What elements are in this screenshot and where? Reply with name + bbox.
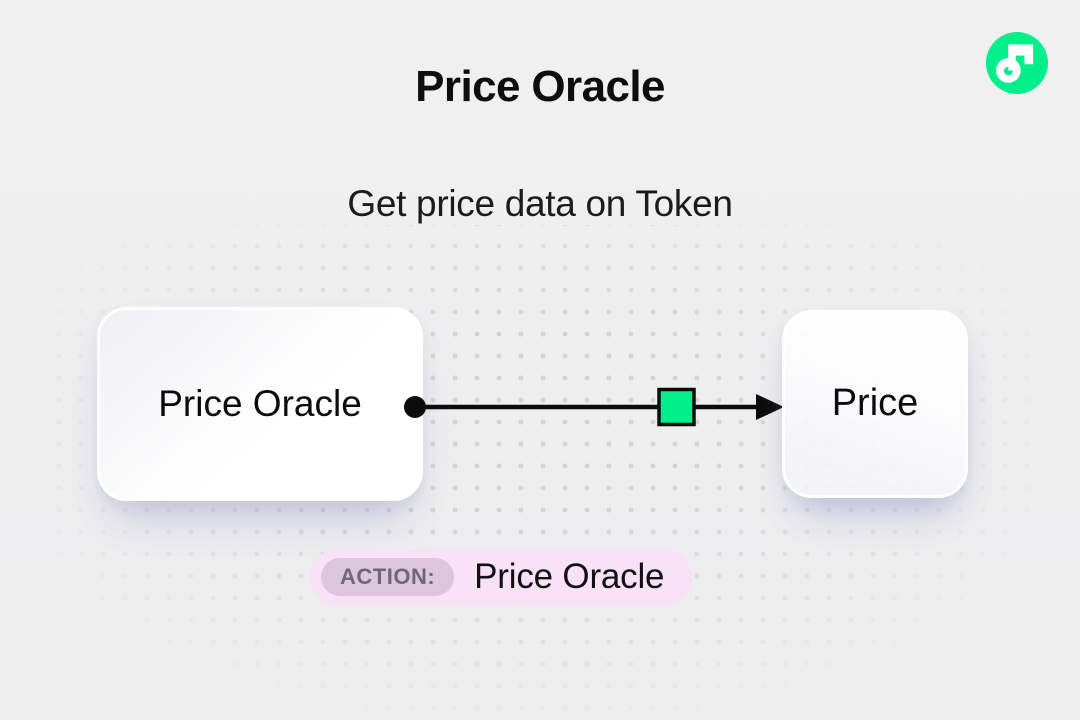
arrowhead-icon: [756, 394, 784, 420]
page-title: Price Oracle: [415, 62, 665, 111]
action-badge: ACTION: Price Oracle: [310, 549, 693, 605]
action-square-icon[interactable]: [657, 387, 696, 427]
node-price-oracle-label: Price Oracle: [158, 383, 362, 425]
node-price-label: Price: [831, 382, 919, 425]
action-badge-label: ACTION:: [321, 558, 455, 596]
node-price[interactable]: Price: [782, 310, 968, 498]
connector-arrow: [404, 387, 784, 427]
page-subtitle: Get price data on Token: [347, 183, 733, 224]
connector-start-dot: [404, 396, 426, 418]
node-price-oracle[interactable]: Price Oracle: [97, 307, 423, 501]
action-badge-value: Price Oracle: [474, 557, 665, 596]
flow-logo-icon: [986, 32, 1048, 94]
